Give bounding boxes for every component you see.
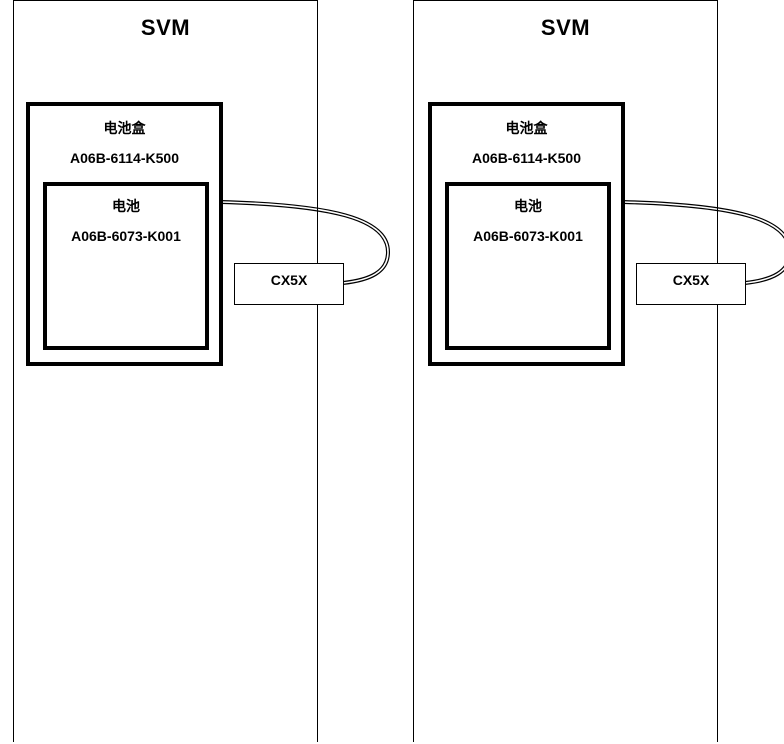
connector-cx5x: CX5X: [234, 263, 344, 305]
svm-panel: SVM: [13, 0, 318, 742]
battery-case-part-number: A06B-6114-K500: [472, 150, 581, 166]
svm-title: SVM: [140, 15, 191, 40]
battery-label: 电池: [112, 199, 140, 215]
battery-case-label: 电池盒: [103, 121, 146, 137]
battery: 电池 A06B-6073-K001: [445, 182, 611, 350]
battery-part-number: A06B-6073-K001: [71, 228, 181, 244]
battery-case-label: 电池盒: [505, 121, 548, 137]
battery-case: 电池盒 A06B-6114-K500 电池 A06B-6073-K001: [428, 102, 625, 366]
battery-part-number: A06B-6073-K001: [473, 228, 583, 244]
svm-title: SVM: [540, 15, 591, 40]
battery-case: 电池盒 A06B-6114-K500 电池 A06B-6073-K001: [26, 102, 223, 366]
connector-cx5x: CX5X: [636, 263, 746, 305]
battery-label: 电池: [514, 199, 542, 215]
battery: 电池 A06B-6073-K001: [43, 182, 209, 350]
battery-case-part-number: A06B-6114-K500: [70, 150, 179, 166]
svm-panel: SVM: [413, 0, 718, 742]
